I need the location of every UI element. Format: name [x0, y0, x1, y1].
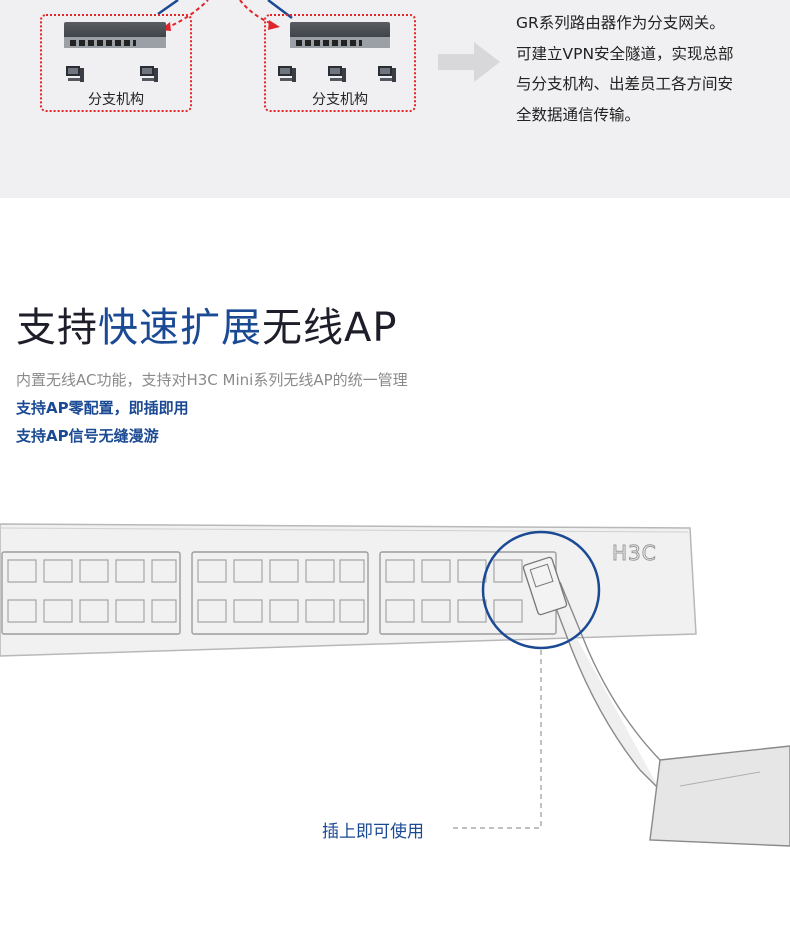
computer-icon [66, 66, 84, 82]
router-device [64, 22, 166, 48]
description-line: 全数据通信传输。 [516, 105, 641, 124]
description-line: 可建立VPN安全隧道，实现总部 [516, 44, 734, 63]
computer-icon [278, 66, 296, 82]
title-part: 无线AP [262, 305, 398, 351]
title-part: 支持 [16, 305, 98, 351]
branch-label: 分支机构 [312, 92, 368, 108]
branch-label: 分支机构 [88, 92, 144, 108]
brand-logo: H3C [612, 541, 657, 565]
feature-point: 支持AP零配置，即插即用 [16, 399, 189, 417]
computer-icon [378, 66, 396, 82]
section-subtitle: 内置无线AC功能，支持对H3C Mini系列无线AP的统一管理 [16, 371, 408, 389]
branch-office-1: 分支机构 [40, 14, 192, 112]
right-arrow-icon [438, 42, 500, 82]
highlight-circle [481, 530, 601, 650]
gateway-description: GR系列路由器作为分支网关。 可建立VPN安全隧道，实现总部 与分支机构、出差员… [516, 8, 778, 130]
switch-sketch-illustration: H3C [0, 523, 790, 847]
plug-and-play-caption: 插上即可使用 [322, 822, 424, 842]
branch-office-2: 分支机构 [264, 14, 416, 112]
callout-leader [452, 650, 542, 829]
title-highlight: 快速扩展 [98, 305, 262, 351]
feature-point: 支持AP信号无缝漫游 [16, 427, 159, 445]
description-line: 与分支机构、出差员工各方间安 [516, 75, 734, 93]
computer-icon [328, 66, 346, 82]
description-line: GR系列路由器作为分支网关。 [516, 14, 725, 32]
ethernet-plug-icon [522, 556, 568, 616]
computer-icon [140, 66, 158, 82]
section-title: 支持快速扩展无线AP [16, 300, 397, 356]
router-device [290, 22, 390, 48]
network-diagram-band: 分支机构 分支机构 GR系列路由器作为分支网关。 可建立VPN安全隧道，实现总部… [0, 0, 790, 198]
